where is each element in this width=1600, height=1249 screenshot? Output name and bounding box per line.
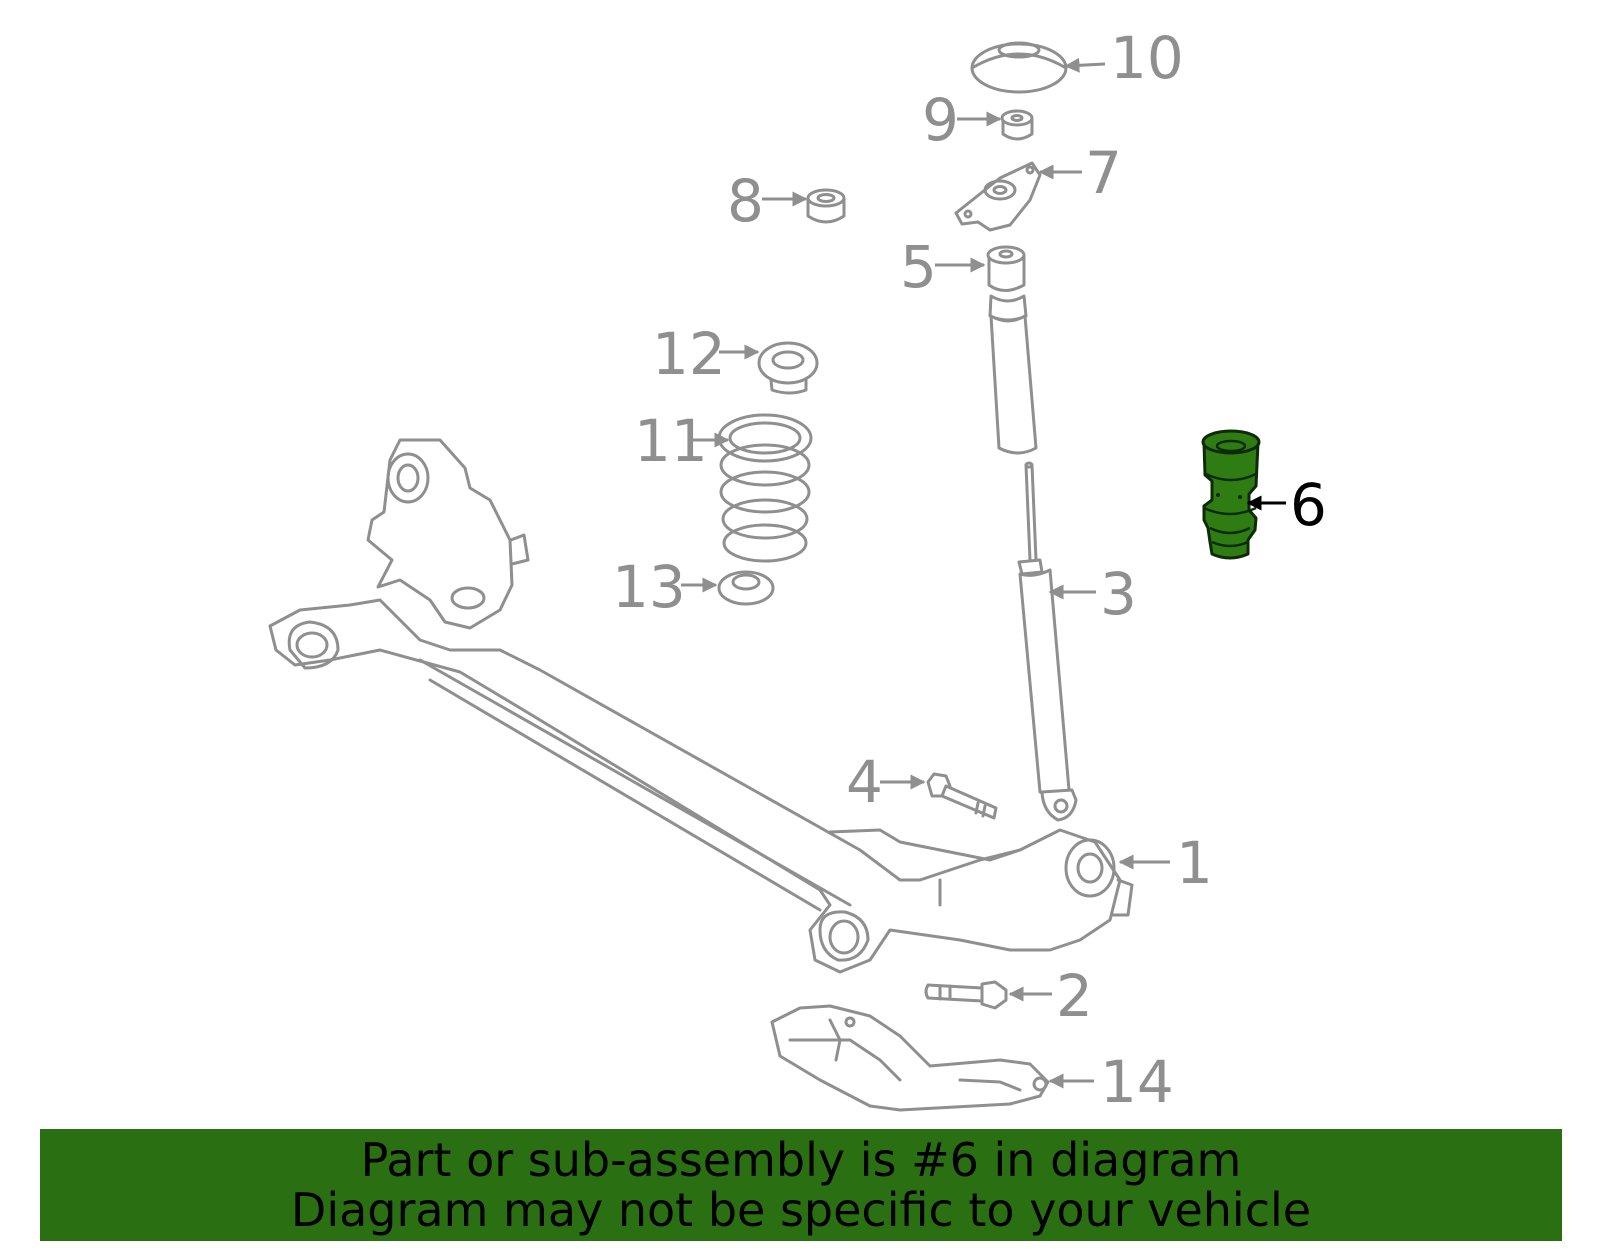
callout-2[interactable]: 2: [1056, 962, 1093, 1030]
part-2-bolt: [924, 980, 1008, 1010]
info-banner: Part or sub-assembly is #6 in diagram Di…: [40, 1129, 1562, 1241]
callout-9[interactable]: 9: [922, 86, 959, 154]
banner-line-part-number: Part or sub-assembly is #6 in diagram: [360, 1133, 1242, 1187]
part-7-upper-mount: [954, 161, 1042, 232]
callout-8[interactable]: 8: [727, 167, 764, 235]
part-6-bump-stop-highlighted: [1201, 429, 1261, 560]
callout-13[interactable]: 13: [612, 553, 686, 621]
part-3-shock-absorber: [1017, 461, 1078, 822]
part-10-cap: [970, 41, 1068, 94]
callout-lines: [681, 57, 1286, 1089]
callout-11[interactable]: 11: [634, 407, 708, 475]
callout-1[interactable]: 1: [1176, 829, 1213, 897]
part-4-bolt: [926, 772, 998, 820]
part-11-coil-spring: [717, 413, 813, 563]
callout-numbers: 10 9 7 8 5 12 11 13 3 6 4 1 2 14: [612, 24, 1327, 1116]
callout-7[interactable]: 7: [1085, 139, 1122, 207]
callout-3[interactable]: 3: [1100, 560, 1137, 628]
part-5-bump-stop-boot: [986, 245, 1038, 455]
part-9-nut: [1000, 109, 1034, 141]
part-13-lower-spring-seat: [717, 570, 775, 606]
callout-4[interactable]: 4: [846, 748, 883, 816]
part-1-axle-beam: [268, 438, 1134, 974]
banner-line-disclaimer: Diagram may not be specific to your vehi…: [290, 1183, 1312, 1237]
callout-14[interactable]: 14: [1100, 1048, 1174, 1116]
callout-10[interactable]: 10: [1110, 24, 1184, 92]
callout-12[interactable]: 12: [652, 320, 726, 388]
part-8-bushing: [806, 188, 846, 224]
callout-6[interactable]: 6: [1290, 471, 1327, 539]
part-14-lower-arm: [770, 1004, 1050, 1112]
part-12-upper-spring-seat: [757, 341, 819, 395]
callout-5[interactable]: 5: [900, 233, 937, 301]
